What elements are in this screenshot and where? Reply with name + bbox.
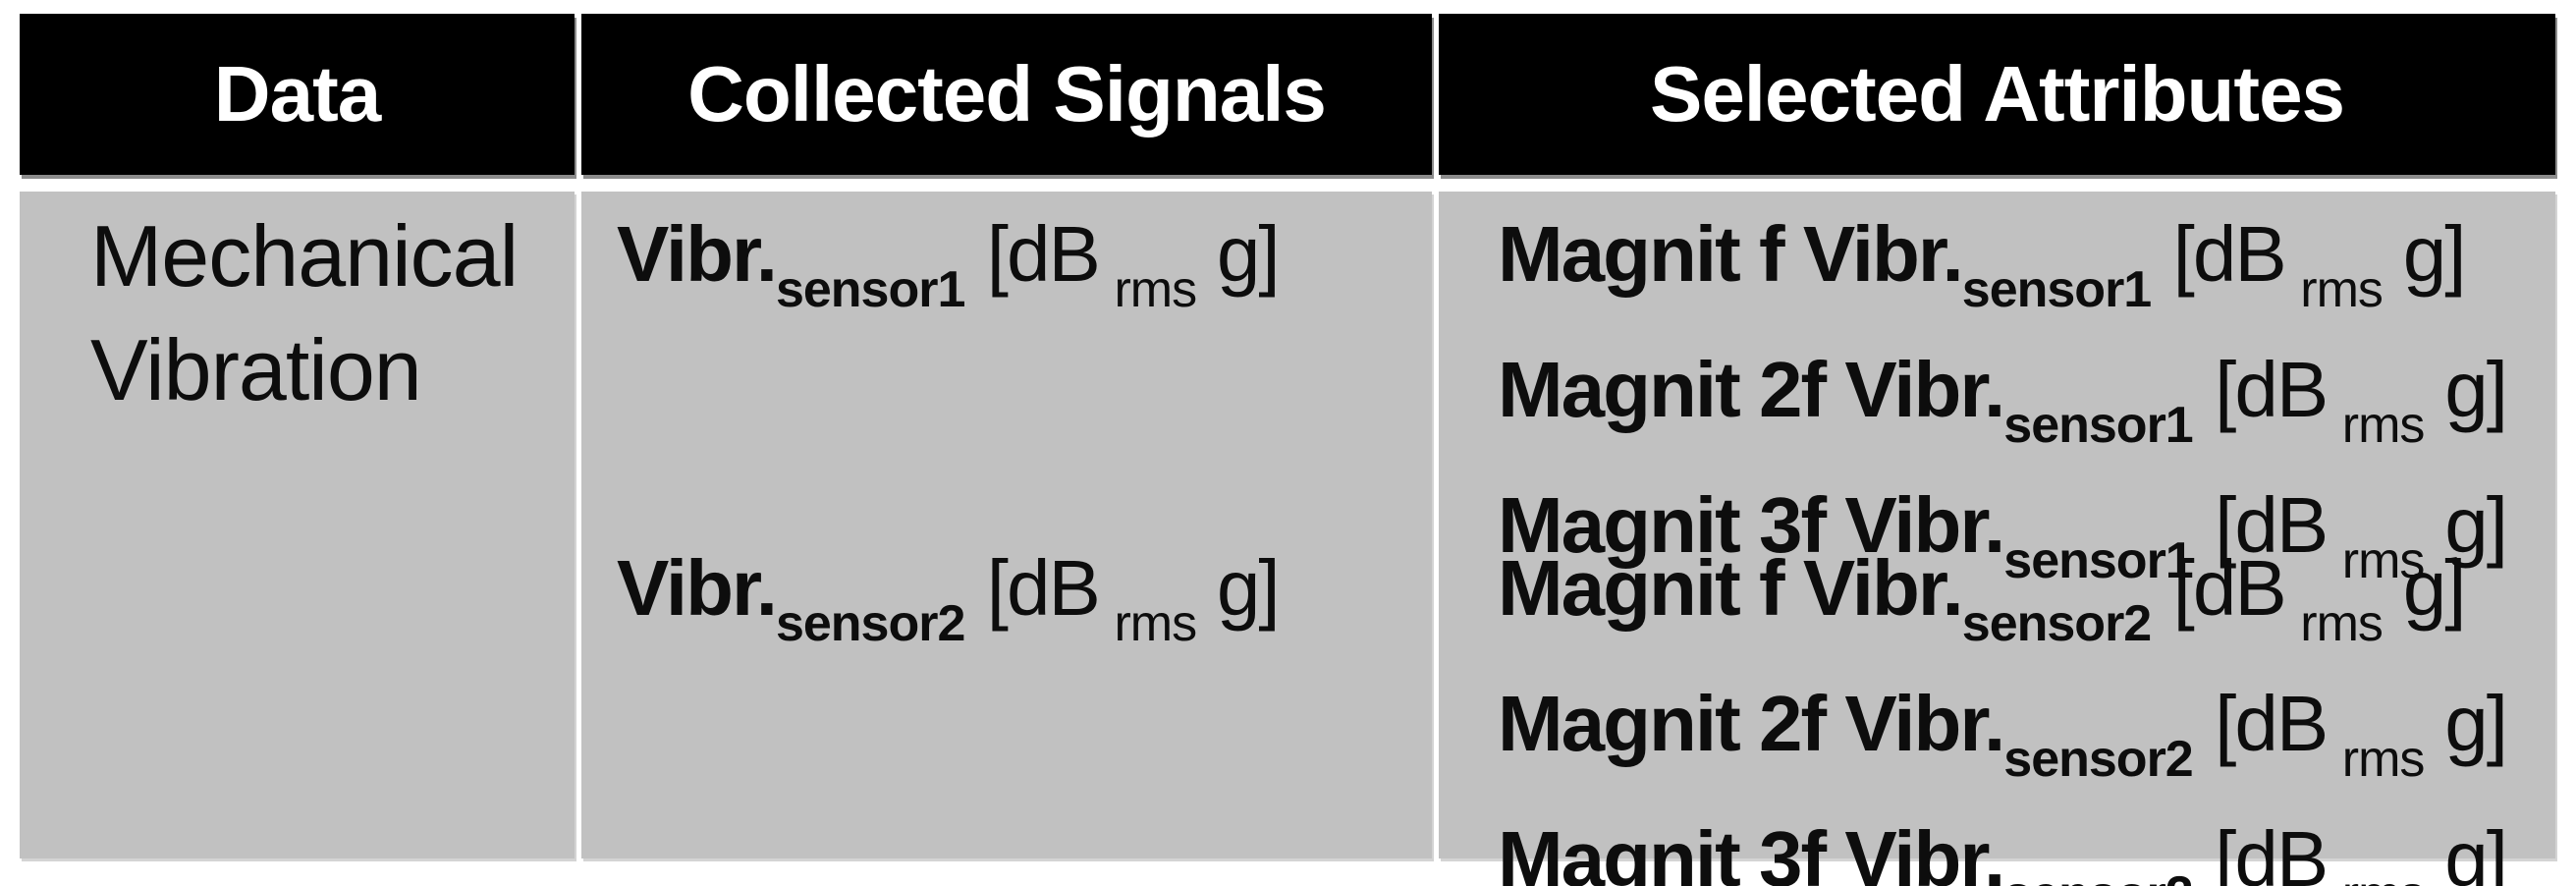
header-cell-selected-attributes: Selected Attributes [1439, 14, 2555, 175]
attribute-name: Magnit 3f Vibr. [1498, 481, 2005, 569]
signal-name: Vibr. [617, 210, 778, 298]
header-cell-collected-signals: Collected Signals [581, 14, 1432, 175]
signal-name: Vibr. [617, 544, 778, 632]
attribute-name: Magnit f Vibr. [1498, 544, 1964, 632]
unit-close: g] [2444, 346, 2508, 433]
header-label-selected-attributes: Selected Attributes [1649, 50, 2345, 138]
body-cell-data: Mechanical Vibration [20, 192, 575, 858]
attribute-sensor-subscript: sensor1 [1961, 261, 2152, 318]
attribute-name: Magnit f Vibr. [1498, 210, 1964, 298]
unit-open: [dB [2215, 346, 2329, 433]
unit-close: g] [2402, 210, 2467, 298]
unit-open: [dB [986, 544, 1101, 632]
attribute-sensor-subscript: sensor1 [2003, 397, 2193, 454]
unit-open: [dB [2215, 680, 2329, 767]
attributes-table: Data Collected Signals Selected Attribut… [20, 14, 2555, 886]
unit-rms-subscript: rms [2341, 397, 2426, 454]
unit-open: [dB [2172, 210, 2287, 298]
data-cell-text: Mechanical Vibration [90, 207, 519, 418]
attribute-name: Magnit 2f Vibr. [1498, 680, 2005, 767]
unit-open: [dB [986, 210, 1101, 298]
header-label-collected-signals: Collected Signals [687, 50, 1327, 138]
attribute-sensor-subscript: sensor2 [2003, 731, 2193, 788]
header-label-data: Data [213, 50, 381, 138]
unit-open: [dB [2215, 481, 2329, 569]
unit-open: [dB [2215, 815, 2329, 886]
unit-rms-subscript: rms [1114, 261, 1197, 318]
attribute-sensor-subscript: sensor2 [2003, 866, 2193, 886]
attribute-name: Magnit 3f Vibr. [1498, 815, 2005, 886]
attribute-sensor-subscript: sensor1 [2003, 532, 2193, 589]
unit-rms-subscript: rms [2341, 532, 2426, 589]
attribute-entry: Magnit 3f Vibr.sensor2 [dB rms g] [1498, 809, 2548, 886]
signal-sensor-subscript: sensor1 [775, 261, 965, 318]
unit-close: g] [2444, 815, 2508, 886]
unit-rms-subscript: rms [1114, 595, 1197, 652]
unit-close: g] [2444, 481, 2508, 569]
attribute-name: Magnit 2f Vibr. [1498, 346, 2005, 433]
header-cell-data: Data [20, 14, 575, 175]
unit-close: g] [1216, 210, 1281, 298]
unit-close: g] [2402, 544, 2467, 632]
unit-close: g] [2444, 680, 2508, 767]
attribute-sensor-subscript: sensor2 [1961, 595, 2152, 652]
unit-rms-subscript: rms [2341, 731, 2426, 788]
unit-rms-subscript: rms [2342, 866, 2426, 886]
unit-rms-subscript: rms [2300, 595, 2384, 652]
signal-sensor-subscript: sensor2 [775, 595, 965, 652]
unit-open: [dB [2172, 544, 2287, 632]
unit-rms-subscript: rms [2300, 261, 2384, 318]
unit-close: g] [1216, 544, 1281, 632]
